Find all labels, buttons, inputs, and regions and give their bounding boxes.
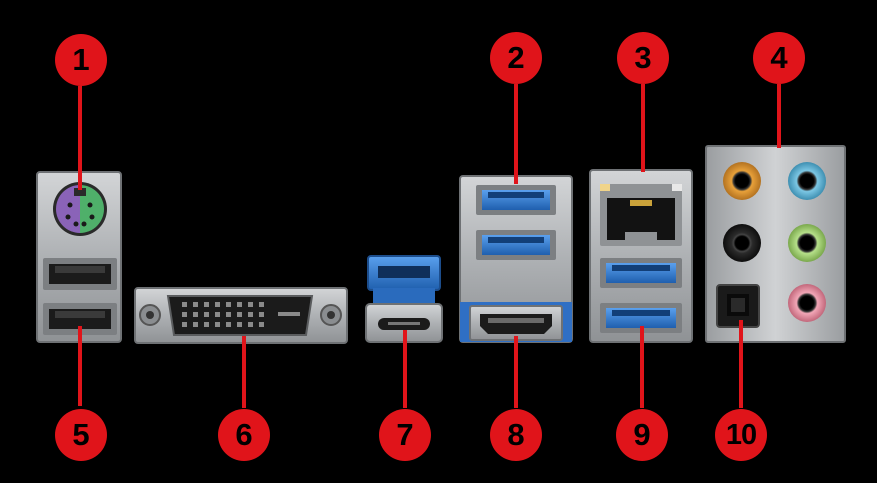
dvi-pin: [237, 312, 242, 317]
usb-2-port-icon: [43, 303, 117, 335]
leader-line-2: [514, 84, 518, 184]
callout-badge-6: 6: [218, 409, 270, 461]
dvi-d-port: [134, 287, 348, 344]
callout-badge-4: 4: [753, 32, 805, 84]
leader-line-10: [739, 320, 743, 408]
leader-line-3: [641, 84, 645, 172]
usb3-hdmi-stack: [459, 175, 573, 343]
callout-badge-1: 1: [55, 34, 107, 86]
dvi-pin: [182, 302, 187, 307]
audio-jack-blue-icon: [788, 162, 826, 200]
optical-spdif-port-icon: [716, 284, 760, 328]
dvi-blade: [278, 312, 300, 316]
leader-line-8: [514, 336, 518, 408]
leader-line-7: [403, 330, 407, 408]
audio-panel: [705, 145, 846, 343]
dvi-pin: [259, 302, 264, 307]
dvi-pin: [259, 322, 264, 327]
dvi-pin: [237, 322, 242, 327]
dvi-pin: [204, 302, 209, 307]
audio-jack-black-icon: [723, 224, 761, 262]
callout-badge-7: 7: [379, 409, 431, 461]
screw-icon: [139, 304, 161, 326]
leader-line-1: [78, 86, 82, 190]
usb-c-stack: [365, 255, 443, 343]
dvi-pin: [215, 302, 220, 307]
dvi-pin: [215, 322, 220, 327]
leader-line-6: [242, 336, 246, 408]
leader-line-5: [78, 326, 82, 406]
dvi-pin: [248, 322, 253, 327]
callout-badge-8: 8: [490, 409, 542, 461]
usb-type-c-port-icon: [365, 303, 443, 343]
dvi-pin: [226, 322, 231, 327]
dvi-pin: [226, 312, 231, 317]
callout-badge-10: 10: [715, 409, 767, 461]
dvi-pin: [193, 312, 198, 317]
dvi-pin: [193, 322, 198, 327]
dvi-pins: [182, 302, 300, 327]
dvi-pin: [204, 322, 209, 327]
hdmi-port-icon: [469, 305, 563, 341]
callout-badge-9: 9: [616, 409, 668, 461]
ps2-usb2-stack: [36, 171, 122, 343]
dvi-pin: [248, 312, 253, 317]
dvi-pin: [237, 302, 242, 307]
callout-badge-2: 2: [490, 32, 542, 84]
leader-line-4: [777, 84, 781, 148]
callout-badge-3: 3: [617, 32, 669, 84]
dvi-pin: [248, 302, 253, 307]
dvi-pin: [182, 312, 187, 317]
ps2-combo-port-icon: [53, 182, 107, 236]
rj45-lan-port-icon: [600, 184, 682, 246]
audio-jack-pink-icon: [788, 284, 826, 322]
screw-icon: [320, 304, 342, 326]
usb-3-port-icon: [600, 303, 682, 333]
dvi-pin: [259, 312, 264, 317]
audio-jack-green-icon: [788, 224, 826, 262]
lan-usb3-stack: [589, 169, 693, 343]
dvi-pin: [182, 322, 187, 327]
usb-2-port-icon: [43, 258, 117, 290]
leader-line-9: [640, 326, 644, 408]
callout-badge-5: 5: [55, 409, 107, 461]
dvi-pin: [193, 302, 198, 307]
dvi-pin: [215, 312, 220, 317]
dvi-pin: [204, 312, 209, 317]
usb-3-port-icon: [600, 258, 682, 288]
usb-3-port-icon: [476, 185, 556, 215]
audio-jack-orange-icon: [723, 162, 761, 200]
usb-3-port-icon: [476, 230, 556, 260]
dvi-pin: [226, 302, 231, 307]
